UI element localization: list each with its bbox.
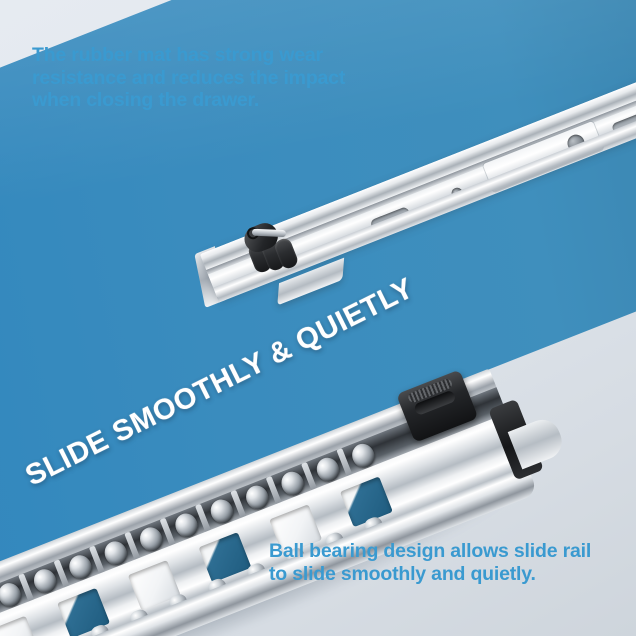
- top-caption-text: The rubber mat has strong wear resistanc…: [32, 44, 346, 111]
- rail-cutout: [0, 615, 40, 636]
- bottom-caption-text: Ball bearing design allows slide rail to…: [269, 540, 592, 585]
- rubber-mat-metal-pin: [251, 228, 287, 238]
